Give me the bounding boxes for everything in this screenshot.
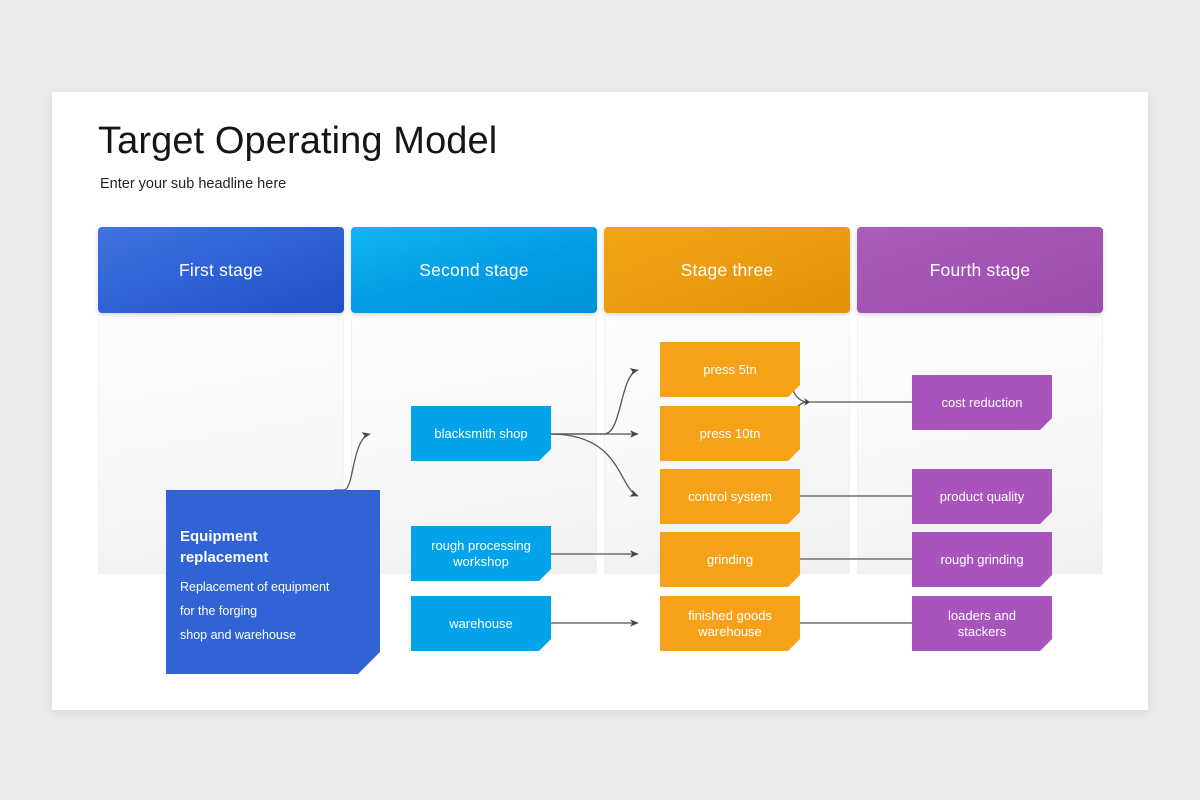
node-warehouse-stage2[interactable]: warehouse	[411, 596, 551, 651]
node-press-5tn[interactable]: press 5tn	[660, 342, 800, 397]
equipment-replacement-card[interactable]: Equipment replacement Replacement of equ…	[166, 490, 380, 674]
node-control-system[interactable]: control system	[660, 469, 800, 524]
fold-corner	[539, 569, 551, 581]
stage-header-4-label: Fourth stage	[929, 259, 1031, 280]
fold-corner	[788, 575, 800, 587]
fold-corner	[539, 639, 551, 651]
node-press-5tn-label: press 5tn	[703, 361, 757, 377]
slide: Target Operating Model Enter your sub he…	[52, 92, 1148, 710]
card-title-line-1: Equipment	[180, 528, 258, 545]
node-warehouse-stage2-label: warehouse	[449, 615, 513, 631]
node-rough-grinding-label: rough grinding	[940, 551, 1024, 567]
page-title: Target Operating Model	[98, 120, 498, 162]
stage-header-1[interactable]: First stage	[98, 227, 344, 313]
stage-column-2: Second stage	[351, 227, 597, 574]
stage-column-1: First stage	[98, 227, 344, 574]
page-subtitle: Enter your sub headline here	[100, 176, 287, 192]
node-product-quality-label: product quality	[939, 488, 1025, 504]
stage-header-1-label: First stage	[179, 259, 263, 280]
node-cost-reduction-label: cost reduction	[941, 394, 1023, 410]
card-body-line-3: shop and warehouse	[180, 628, 297, 642]
stage-panel-4	[857, 318, 1103, 574]
card-body-line-1: Replacement of equipment	[180, 580, 330, 594]
node-press-10tn-label: press 10tn	[699, 425, 761, 441]
stage-header-3[interactable]: Stage three	[604, 227, 850, 313]
node-control-system-label: control system	[688, 488, 772, 504]
node-grinding-label: grinding	[706, 551, 754, 567]
stage-column-3: Stage three	[604, 227, 850, 574]
stage-header-3-label: Stage three	[680, 259, 774, 280]
fold-corner	[788, 639, 800, 651]
stage-header-2[interactable]: Second stage	[351, 227, 597, 313]
card-title-line-2: replacement	[180, 549, 269, 566]
card-body-line-2: for the forging	[180, 604, 258, 618]
node-cost-reduction[interactable]: cost reduction	[912, 375, 1052, 430]
node-product-quality[interactable]: product quality	[912, 469, 1052, 524]
stage-header-4[interactable]: Fourth stage	[857, 227, 1103, 313]
stage-header-2-label: Second stage	[419, 259, 529, 280]
node-press-10tn[interactable]: press 10tn	[660, 406, 800, 461]
fold-corner	[1040, 639, 1052, 651]
fold-corner	[1040, 575, 1052, 587]
stage-column-4: Fourth stage	[857, 227, 1103, 574]
card-title: Equipment replacement	[180, 526, 364, 568]
node-blacksmith-shop[interactable]: blacksmith shop	[411, 406, 551, 461]
node-rough-grinding[interactable]: rough grinding	[912, 532, 1052, 587]
node-grinding[interactable]: grinding	[660, 532, 800, 587]
node-blacksmith-shop-label: blacksmith shop	[434, 425, 528, 441]
card-fold-corner	[358, 652, 380, 674]
